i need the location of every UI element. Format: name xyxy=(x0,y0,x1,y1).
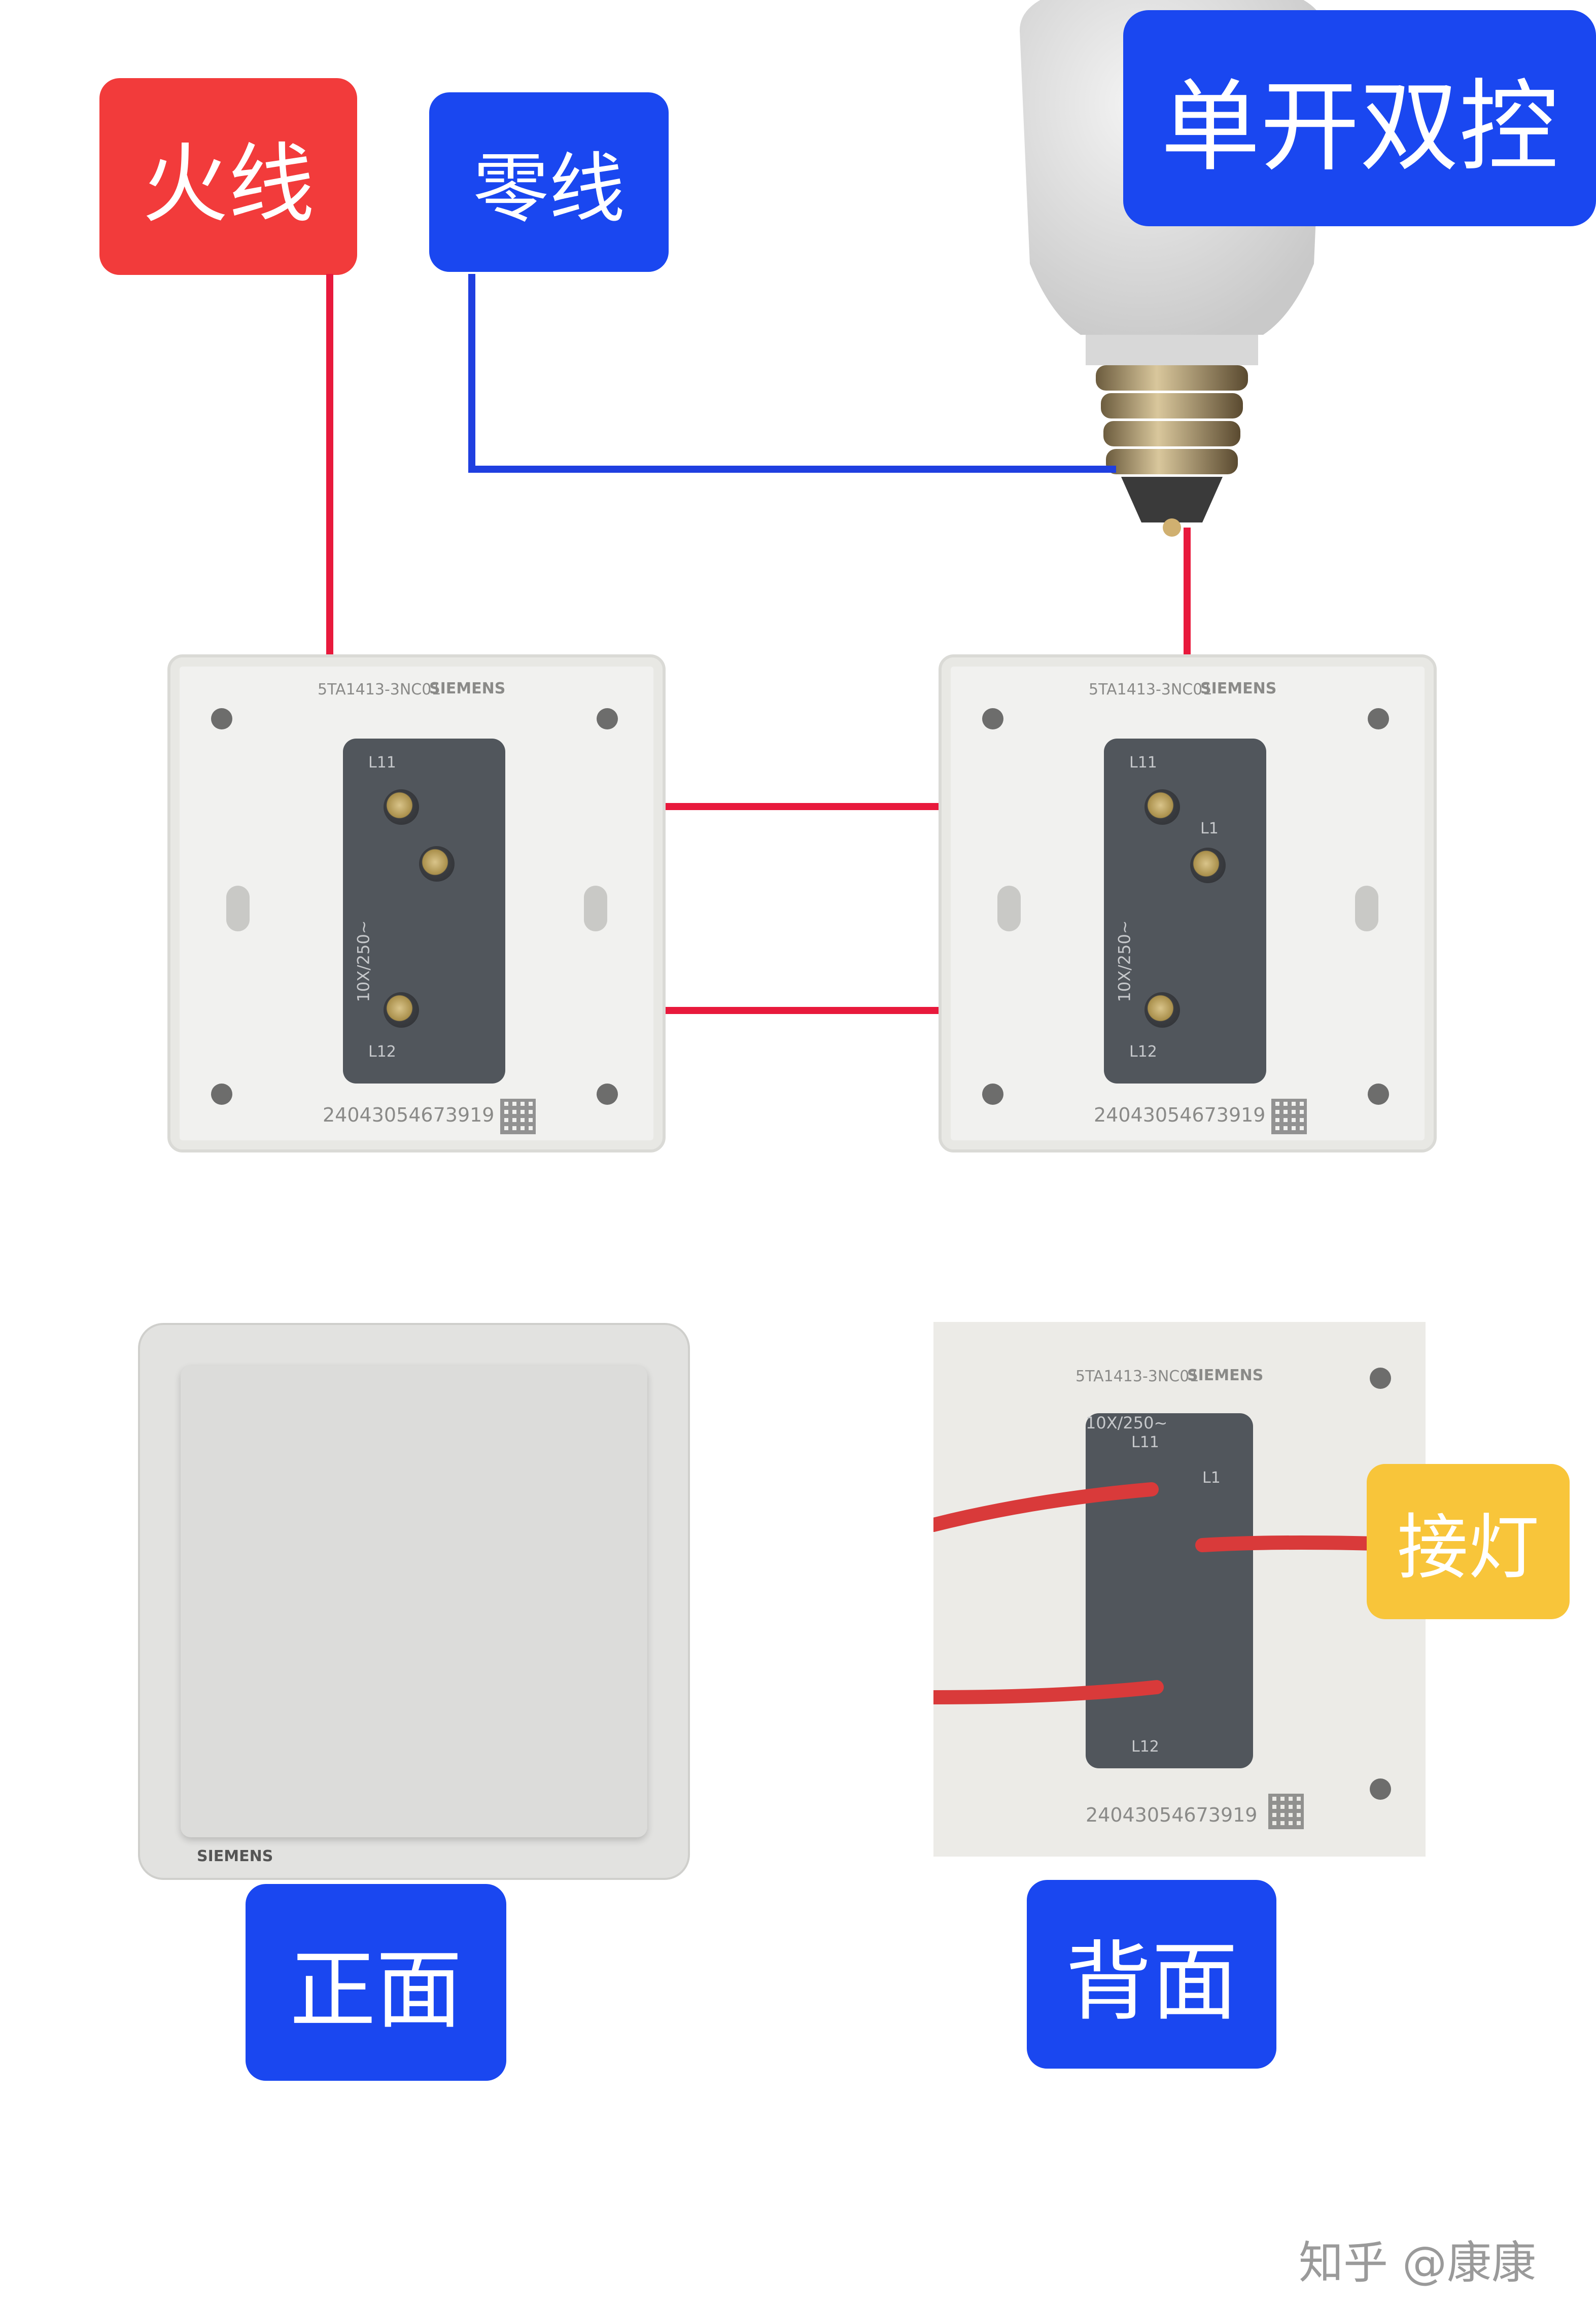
left-switch-back: 5TA1413-3NC01 SIEMENS 24043054673919 L11… xyxy=(167,654,666,1152)
mount-hole xyxy=(1370,1368,1391,1389)
terminal-l11-label: L11 xyxy=(368,754,396,772)
screw-slot xyxy=(584,886,607,931)
terminal-l11-screw xyxy=(1144,789,1180,825)
terminal-l12-label: L12 xyxy=(368,1043,396,1061)
mount-hole xyxy=(1368,708,1389,729)
model-number: 5TA1413-3NC01 xyxy=(1089,681,1212,699)
mount-hole xyxy=(597,1084,618,1105)
switch-module: L11 L1 10X/250~ L12 xyxy=(1104,739,1266,1084)
terminal-l1-label: L1 xyxy=(1200,820,1219,837)
switch-back-photo: 5TA1413-3NC01 SIEMENS L11 L1 10X/250~ L1… xyxy=(933,1322,1426,1857)
terminal-l11-screw xyxy=(384,789,419,825)
terminal-l1-screw xyxy=(419,846,455,882)
back-label: 背面 xyxy=(1027,1880,1276,2069)
switch-front-panel: SIEMENS xyxy=(138,1323,690,1880)
terminal-l12-label: L12 xyxy=(1131,1738,1159,1756)
brand-text: SIEMENS xyxy=(1187,1367,1264,1384)
mount-hole xyxy=(211,1084,232,1105)
live-wire-label: 火线 xyxy=(99,78,357,275)
terminal-l1-label: L1 xyxy=(1202,1469,1221,1487)
right-switch-back: 5TA1413-3NC01 SIEMENS 24043054673919 L11… xyxy=(939,654,1437,1152)
red-cables xyxy=(933,1482,1426,1704)
model-number: 5TA1413-3NC01 xyxy=(318,681,441,699)
mount-hole xyxy=(1368,1084,1389,1105)
brand-text: SIEMENS xyxy=(1200,680,1277,697)
front-label: 正面 xyxy=(246,1884,506,2081)
terminal-l1-screw xyxy=(1190,848,1226,883)
neutral-wire xyxy=(468,274,1116,473)
mount-hole xyxy=(1370,1778,1391,1800)
screw-slot xyxy=(1355,886,1378,931)
terminal-l12-screw xyxy=(1144,992,1180,1028)
model-number: 5TA1413-3NC01 xyxy=(1075,1368,1199,1385)
mount-hole xyxy=(597,708,618,729)
terminal-l11-label: L11 xyxy=(1131,1434,1159,1451)
terminal-l12-screw xyxy=(384,992,419,1028)
rocker-button xyxy=(181,1366,647,1837)
terminal-l11-label: L11 xyxy=(1129,754,1157,772)
qr-code xyxy=(1271,1099,1307,1134)
switch-module: L11 10X/250~ L12 xyxy=(343,739,505,1084)
qr-code xyxy=(500,1099,536,1134)
screw-slot xyxy=(226,886,250,931)
rating-text: 10X/250~ xyxy=(1115,920,1134,1002)
watermark: 知乎 @康康 xyxy=(1299,2237,1536,2289)
screw-slot xyxy=(997,886,1021,931)
mount-hole xyxy=(211,708,232,729)
qr-code xyxy=(1268,1794,1304,1829)
mount-hole xyxy=(982,1084,1003,1105)
brand-text: SIEMENS xyxy=(429,680,506,697)
serial-number: 24043054673919 xyxy=(1086,1804,1258,1826)
rating-text: 10X/250~ xyxy=(354,920,373,1002)
serial-number: 24043054673919 xyxy=(323,1104,495,1126)
mount-hole xyxy=(982,708,1003,729)
serial-number: 24043054673919 xyxy=(1094,1104,1266,1126)
terminal-l12-label: L12 xyxy=(1129,1043,1157,1061)
title-label: 单开双控 xyxy=(1123,10,1596,226)
switch-module: L11 L1 10X/250~ L12 xyxy=(1086,1413,1253,1768)
front-brand-text: SIEMENS xyxy=(197,1847,273,1865)
to-lamp-label: 接灯 xyxy=(1367,1464,1570,1619)
neutral-wire-label: 零线 xyxy=(429,92,669,272)
